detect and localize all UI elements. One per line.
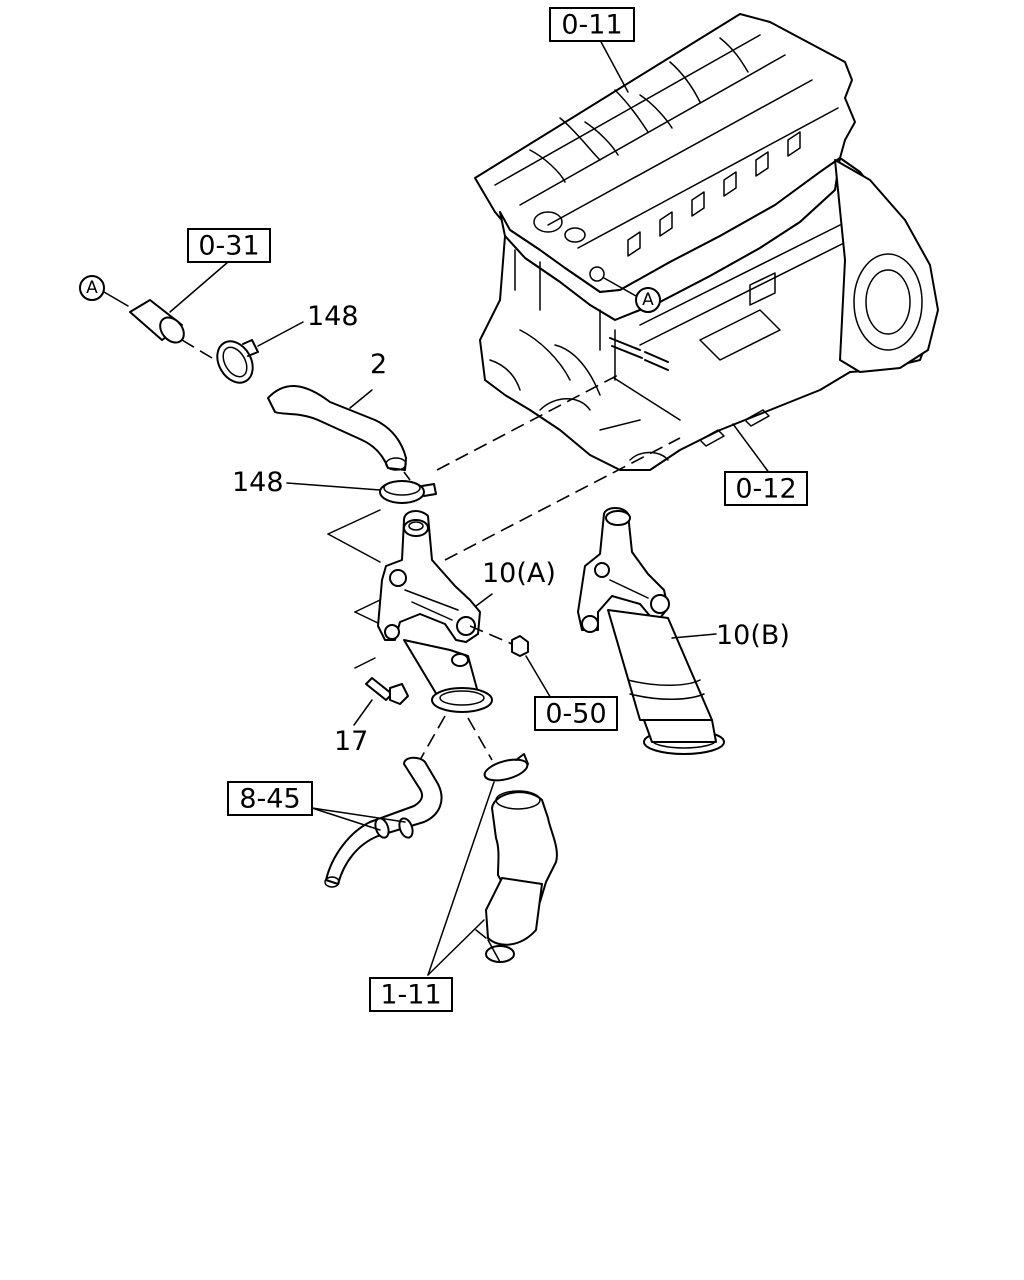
bolt — [353, 677, 409, 726]
callout-hose-connector-text: 0-31 — [198, 231, 259, 262]
callout-pipe-text: 1-11 — [380, 980, 441, 1011]
callout-pipe: 1-11 — [369, 977, 453, 1012]
label-housing-b: 10(B) — [716, 620, 790, 651]
nut — [469, 625, 553, 701]
callout-hose-connector: 0-31 — [187, 228, 271, 263]
label-clamp-upper: 148 — [307, 301, 359, 332]
label-housing-a: 10(A) — [482, 558, 556, 589]
callout-hose: 8-45 — [227, 781, 313, 816]
lower-hose — [324, 715, 446, 888]
callout-engine-block-text: 0-12 — [735, 474, 796, 505]
engine-marker-label: A — [642, 290, 654, 310]
left-marker: A — [79, 275, 129, 307]
engine-assembly: A — [474, 13, 939, 471]
label-hose: 2 — [370, 349, 387, 380]
hose-clamp-lower — [286, 480, 437, 504]
callout-engine-block: 0-12 — [724, 471, 808, 506]
left-marker-label: A — [86, 278, 98, 298]
coolant-hose — [267, 385, 411, 481]
thermostat-housing-b — [577, 507, 725, 755]
callout-engine-head: 0-11 — [549, 7, 635, 42]
callout-hose-text: 8-45 — [239, 784, 300, 815]
callout-nut-text: 0-50 — [545, 699, 606, 730]
engine-marker-circle — [635, 287, 661, 313]
thermostat-housing-a — [377, 510, 493, 713]
coolant-pipe — [427, 717, 558, 976]
callout-engine-head-text: 0-11 — [561, 10, 622, 41]
label-bolt: 17 — [334, 726, 368, 757]
hose-connector — [129, 299, 213, 359]
callout-leaders — [169, 39, 771, 831]
alignment-lines — [327, 373, 681, 669]
label-clamp-lower: 148 — [232, 467, 284, 498]
callout-nut: 0-50 — [534, 696, 618, 731]
hose-clamp-upper — [216, 321, 304, 384]
